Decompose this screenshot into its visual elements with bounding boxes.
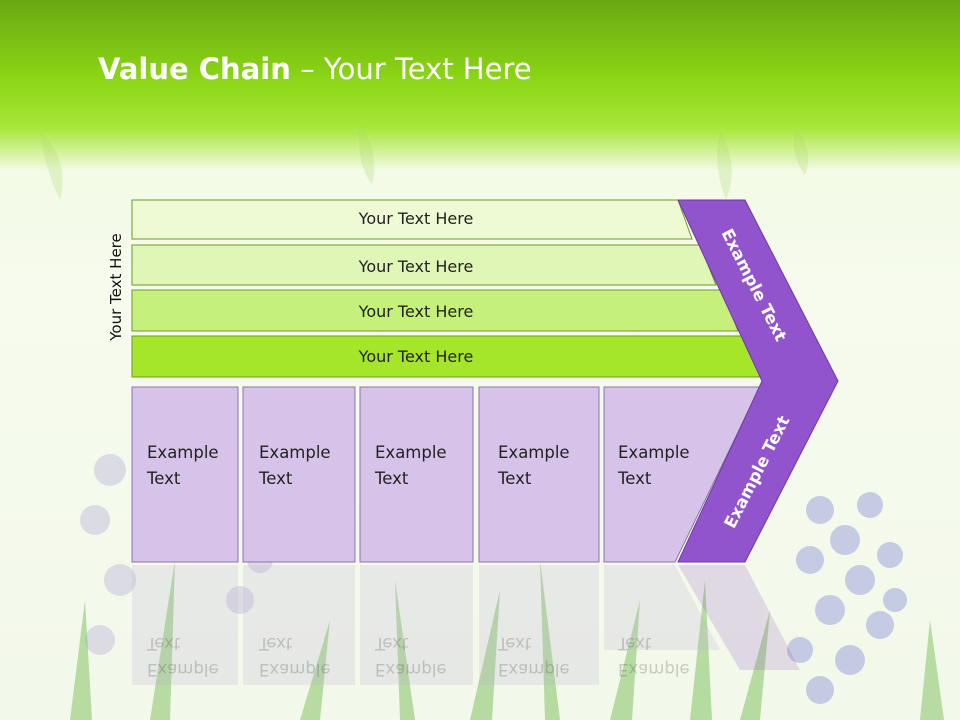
row-label-2: Your Text Here (358, 257, 474, 276)
page-title: Value Chain – Your Text Here (98, 52, 532, 86)
row-strip-3 (131, 289, 739, 332)
row-label-4: Your Text Here (358, 347, 474, 366)
activity-box-1 (131, 386, 239, 563)
header-band (0, 0, 960, 170)
row-label-3: Your Text Here (358, 302, 474, 321)
row-label-1: Your Text Here (358, 209, 474, 228)
value-chevron (677, 199, 839, 563)
row-strip-1 (131, 199, 693, 240)
activity-box-3 (359, 386, 474, 563)
activity-box-5 (603, 386, 761, 563)
row-strip-2 (131, 244, 717, 286)
activity-box-4 (478, 386, 600, 563)
activity-box-2 (242, 386, 356, 563)
side-label: Your Text Here (107, 233, 125, 341)
